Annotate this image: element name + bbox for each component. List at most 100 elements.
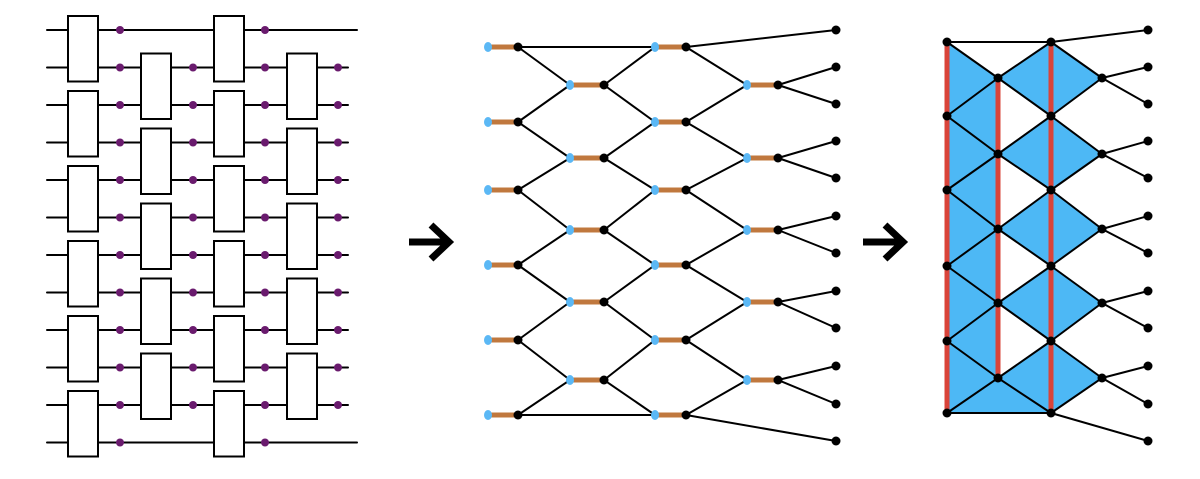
open-leg-node: [566, 297, 574, 307]
network-edge: [603, 84, 656, 123]
network-edge: [685, 301, 748, 341]
wire-dot: [116, 438, 124, 447]
network-edge: [1050, 77, 1103, 117]
wire-dot: [334, 363, 342, 372]
network-edge: [997, 377, 1052, 414]
two-qubit-gate: [286, 202, 318, 270]
network-edge: [997, 340, 1052, 379]
output-edge: [777, 379, 837, 405]
wire-dot: [261, 26, 269, 34]
network-edge: [603, 229, 656, 266]
network-edge: [603, 301, 656, 341]
two-qubit-gate: [140, 352, 172, 420]
network-edge: [1050, 41, 1103, 79]
wire-dot: [261, 251, 269, 259]
output-node: [831, 173, 841, 183]
two-qubit-gate: [286, 277, 318, 345]
wire-dot: [334, 63, 342, 72]
shaded-triangle: [997, 189, 1052, 267]
output-node: [1143, 173, 1153, 183]
wire-dot: [116, 363, 124, 372]
open-leg-node: [743, 80, 751, 90]
open-leg-node: [743, 225, 751, 235]
shaded-triangle: [997, 41, 1052, 117]
wire-dot: [189, 101, 197, 109]
network-edge: [997, 265, 1052, 304]
open-leg-node: [484, 42, 492, 52]
network-edge: [517, 84, 571, 123]
circuit-panel: [46, 15, 358, 458]
network-edge: [946, 153, 999, 191]
wire-dot: [116, 213, 124, 222]
shaded-triangle: [997, 265, 1052, 342]
open-leg-node: [566, 153, 574, 163]
network-edge: [1050, 189, 1103, 230]
wire-dot: [189, 213, 197, 222]
tensor-node: [773, 225, 783, 235]
network-edge: [685, 339, 748, 381]
network-edge: [685, 46, 748, 86]
wire-dot: [189, 176, 197, 184]
two-qubit-gate: [67, 315, 99, 383]
network-edge: [603, 379, 656, 416]
output-node: [1143, 286, 1153, 296]
network-edge: [603, 46, 656, 86]
network-edge: [997, 302, 1052, 342]
output-edge: [1101, 302, 1149, 329]
open-leg-node: [484, 117, 492, 127]
wire-dot: [334, 213, 342, 222]
output-edge: [777, 215, 837, 231]
network-edge: [997, 77, 1052, 117]
open-leg-node: [484, 335, 492, 345]
output-node: [1143, 99, 1153, 109]
output-edge: [777, 229, 837, 254]
wire-dot: [116, 176, 124, 184]
two-qubit-gate: [286, 52, 318, 120]
triangulation-panel: [942, 25, 1153, 446]
output-edge: [1101, 290, 1149, 304]
output-node: [1143, 399, 1153, 409]
shaded-triangle: [1050, 115, 1103, 191]
network-edge: [997, 153, 1052, 191]
tensor-node: [681, 42, 691, 52]
network-edge: [1050, 377, 1103, 414]
output-node: [1143, 361, 1153, 371]
wire-dot: [334, 326, 342, 334]
network-edge: [517, 379, 571, 416]
two-qubit-gate: [213, 165, 245, 233]
tensor-node: [942, 37, 952, 47]
shaded-triangle: [1050, 41, 1103, 117]
tensor-node: [1097, 298, 1107, 308]
network-edge: [603, 121, 656, 159]
output-node: [831, 323, 841, 333]
wire-dot: [261, 326, 269, 334]
wire-dot: [334, 401, 342, 409]
tensor-node: [681, 185, 691, 195]
output-edge: [1101, 228, 1149, 254]
open-leg-node: [651, 260, 659, 270]
two-qubit-gate: [67, 165, 99, 233]
network-edge: [517, 229, 571, 266]
two-qubit-gate: [67, 240, 99, 308]
wire-dot: [116, 138, 124, 147]
wire-dot: [116, 101, 124, 109]
tensor-node: [1046, 336, 1056, 346]
two-qubit-gate: [213, 390, 245, 458]
network-edge: [517, 157, 571, 191]
wire-dot: [261, 401, 269, 409]
output-node: [1143, 62, 1153, 72]
output-node: [1143, 25, 1153, 35]
network-edge: [1050, 228, 1103, 267]
output-node: [1143, 436, 1153, 446]
output-edge: [1101, 365, 1149, 379]
wire-dot: [189, 251, 197, 259]
network-edge: [1050, 340, 1103, 379]
open-leg-node: [566, 375, 574, 385]
shaded-triangle: [1050, 265, 1103, 342]
tensor-node: [599, 375, 609, 385]
output-edge: [1101, 215, 1149, 230]
open-leg-node: [743, 375, 751, 385]
network-edge: [517, 46, 571, 86]
tensor-node: [513, 117, 523, 127]
